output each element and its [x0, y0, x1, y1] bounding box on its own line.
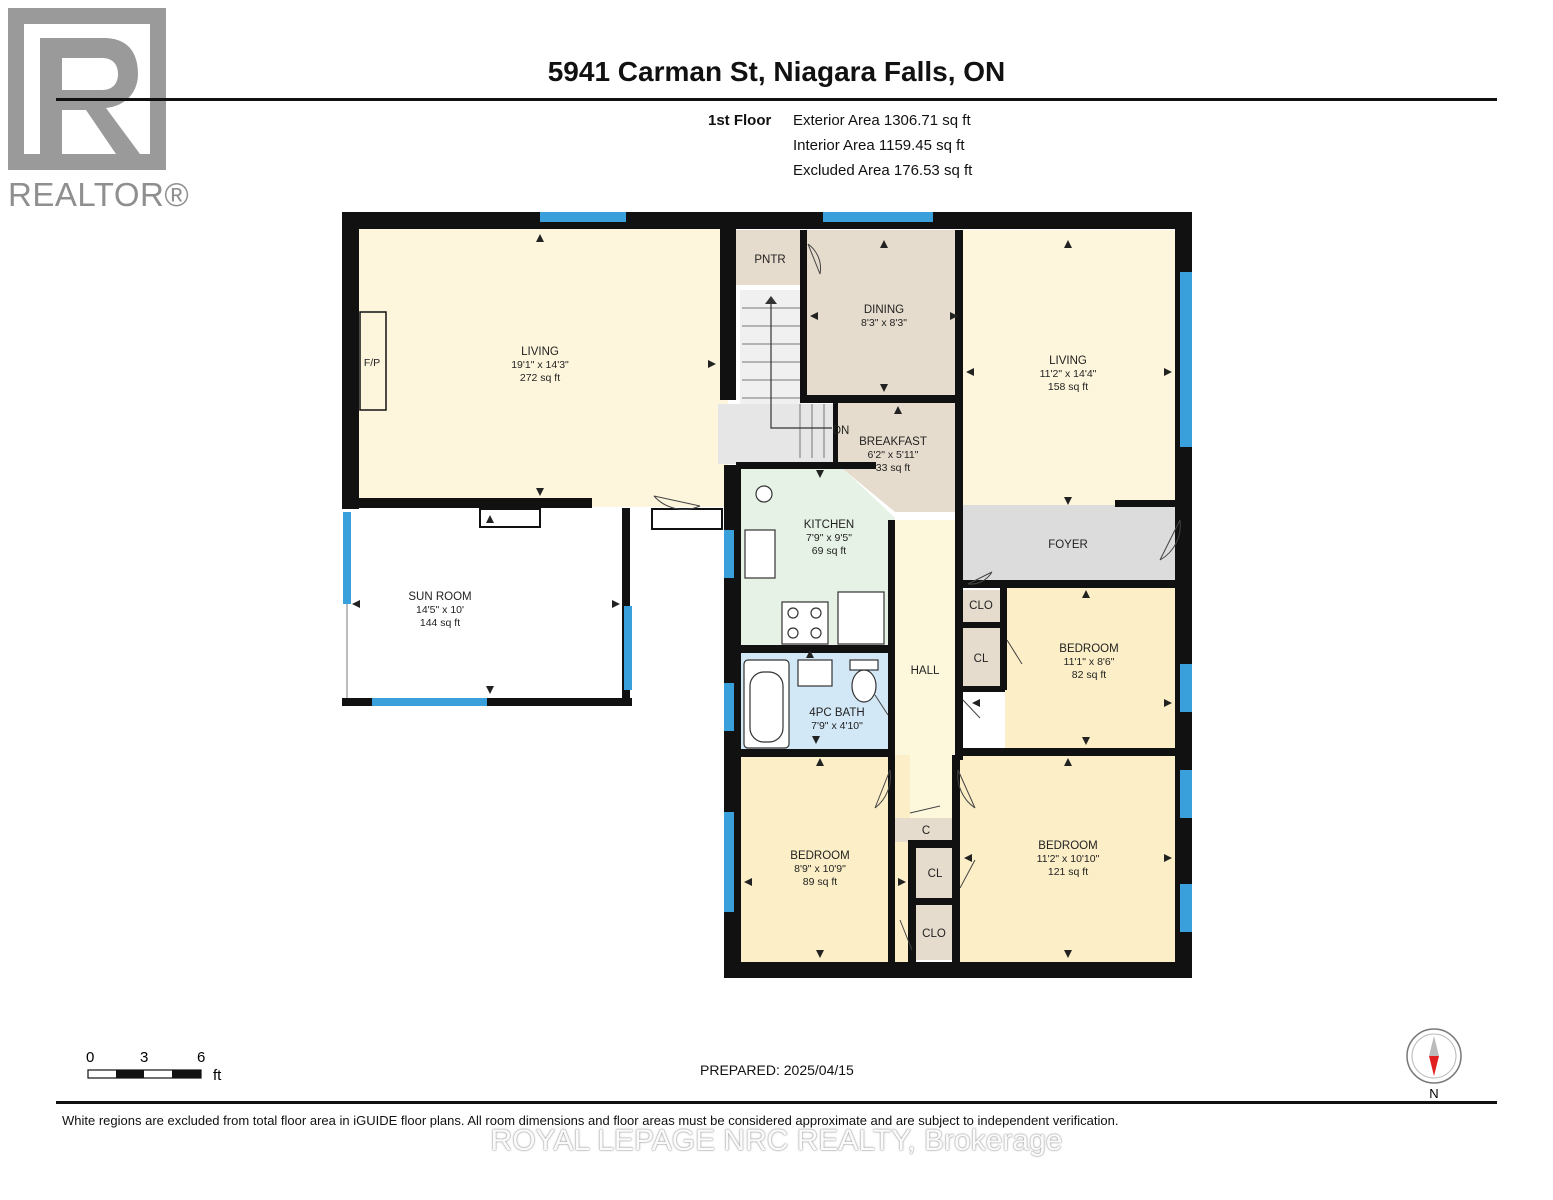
stove-icon	[781, 601, 829, 645]
landing	[718, 404, 838, 464]
closet-foyer	[962, 590, 1000, 622]
room-dining	[806, 230, 961, 398]
label-fireplace: F/P	[364, 357, 380, 369]
logo-wordmark: REALTOR®	[8, 176, 190, 213]
label-closet-bed-ne: CL	[974, 653, 989, 665]
label-bath-name: 4PC BATH	[809, 707, 864, 719]
realtor-logo: REALTOR®	[6, 8, 190, 213]
fridge-icon	[837, 591, 885, 645]
room-breakfast	[838, 402, 955, 512]
bath-sink-icon	[797, 659, 833, 687]
label-breakfast-area: 33 sq ft	[876, 462, 911, 474]
brokerage-watermark: ROYAL LEPAGE NRC REALTY, Brokerage	[490, 1124, 1063, 1157]
label-stairs: DN	[833, 425, 850, 437]
dimension-arrows	[352, 234, 1172, 958]
label-sun-room-dims: 14'5" x 10'	[416, 604, 464, 616]
label-bedroom-sw-name: BEDROOM	[790, 850, 849, 862]
label-bedroom-ne-dims: 11'1" x 8'6"	[1064, 656, 1115, 668]
footer-rule	[56, 1101, 1497, 1104]
label-sun-room-area: 144 sq ft	[420, 617, 460, 629]
room-bedroom-ne	[1005, 585, 1180, 750]
room-bedroom-sw	[738, 755, 910, 965]
label-living-west-name: LIVING	[521, 346, 559, 358]
door-swings	[653, 243, 1181, 951]
label-closet-bed-sw: CLO	[922, 928, 946, 940]
scale-tick-3: 3	[140, 1049, 148, 1066]
realtor-r-icon	[8, 8, 166, 170]
label-bedroom-sw-area: 89 sq ft	[803, 876, 838, 888]
label-living-east-area: 158 sq ft	[1048, 381, 1088, 393]
kitchen-sink-icon	[744, 529, 776, 579]
label-living-east-dims: 11'2" x 14'4"	[1040, 368, 1097, 380]
water-heater-icon	[755, 485, 773, 503]
prepared-date: PREPARED: 2025/04/15	[700, 1062, 854, 1078]
label-bedroom-sw-dims: 8'9" x 10'9"	[794, 863, 846, 875]
stair-direction-icon	[770, 300, 832, 429]
scale-bar: 0 3 6 ft	[86, 1049, 222, 1084]
room-living-east	[961, 230, 1183, 505]
label-bedroom-ne-area: 82 sq ft	[1072, 669, 1107, 681]
room-pantry	[736, 230, 806, 285]
floor-label: 1st Floor	[708, 112, 772, 129]
closet-bed-sw	[916, 905, 952, 960]
scale-tick-0: 0	[86, 1049, 94, 1066]
label-bath-dims: 7'9" x 4'10"	[811, 720, 863, 732]
label-dining-name: DINING	[864, 304, 904, 316]
label-kitchen-dims: 7'9" x 9'5"	[806, 532, 852, 544]
room-foyer	[955, 505, 1185, 580]
room-sun-room	[345, 508, 630, 705]
fixtures	[743, 485, 885, 749]
label-bedroom-ne-name: BEDROOM	[1059, 643, 1118, 655]
toilet-icon	[851, 669, 877, 703]
label-dining-dims: 8'3" x 8'3"	[861, 317, 907, 329]
compass-north-label: N	[1429, 1086, 1438, 1101]
scale-tick-6: 6	[197, 1049, 205, 1066]
label-breakfast-dims: 6'2" x 5'11"	[868, 449, 919, 461]
label-pantry: PNTR	[754, 254, 785, 266]
label-bedroom-se-area: 121 sq ft	[1048, 866, 1088, 878]
closet-hall	[895, 818, 955, 842]
label-sun-room-name: SUN ROOM	[408, 591, 471, 603]
room-living-west	[352, 222, 728, 507]
windows	[343, 212, 1192, 932]
label-living-west-area: 272 sq ft	[520, 372, 560, 384]
label-living-east-name: LIVING	[1049, 355, 1087, 367]
label-foyer: FOYER	[1048, 539, 1088, 551]
closet-bed-se	[916, 848, 952, 898]
label-bedroom-se-dims: 11'2" x 10'10"	[1037, 853, 1100, 865]
excluded-area: Excluded Area 176.53 sq ft	[793, 162, 973, 179]
label-closet-foyer: CLO	[969, 600, 993, 612]
label-kitchen-name: KITCHEN	[804, 519, 854, 531]
label-bedroom-se-name: BEDROOM	[1038, 840, 1097, 852]
property-address: 5941 Carman St, Niagara Falls, ON	[547, 56, 1006, 87]
disclaimer: White regions are excluded from total fl…	[62, 1113, 1119, 1128]
label-closet-hall: C	[922, 825, 930, 837]
interior-area: Interior Area 1159.45 sq ft	[793, 137, 965, 154]
fireplace	[359, 311, 387, 411]
label-hall: HALL	[911, 665, 940, 677]
stair-arrow-icon	[765, 296, 777, 304]
sunroom-walls	[346, 508, 723, 698]
exterior-area: Exterior Area 1306.71 sq ft	[793, 112, 971, 129]
compass-icon: N	[1406, 1028, 1462, 1101]
label-closet-bed-se: CL	[928, 868, 943, 880]
scale-unit: ft	[213, 1067, 222, 1084]
label-breakfast-name: BREAKFAST	[859, 436, 927, 448]
header-rule	[56, 98, 1497, 101]
label-living-west-dims: 19'1" x 14'3"	[511, 359, 569, 371]
label-kitchen-area: 69 sq ft	[812, 545, 847, 557]
closet-bed-ne	[962, 628, 1000, 686]
room-bedroom-se	[960, 755, 1182, 965]
